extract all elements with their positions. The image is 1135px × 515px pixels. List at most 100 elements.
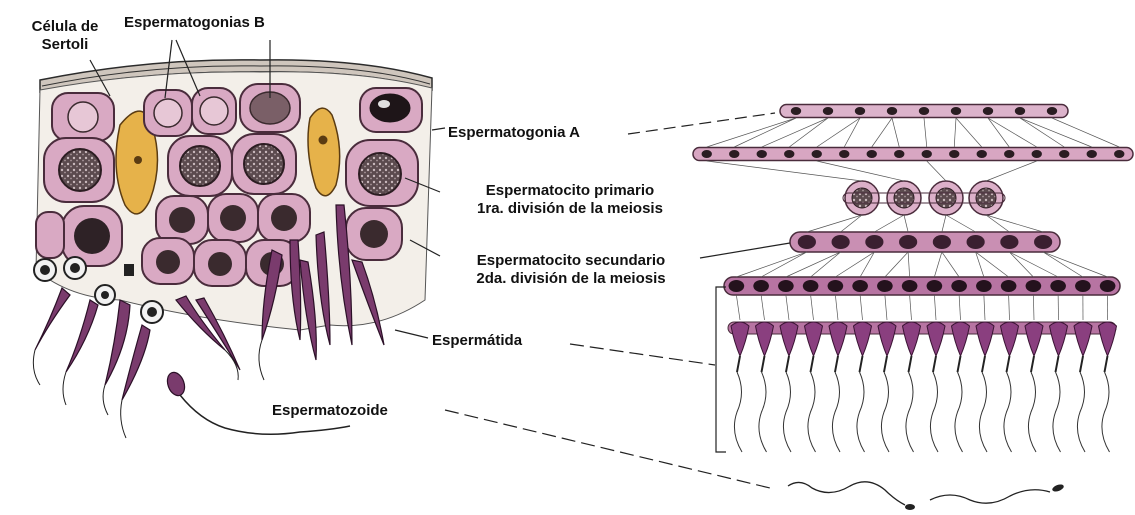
spermatid-tail bbox=[832, 372, 840, 452]
spermatogonia-b-nucleus bbox=[784, 150, 794, 158]
spermatid-tail bbox=[1102, 372, 1110, 452]
nucleus bbox=[59, 149, 101, 191]
lineage-connector bbox=[976, 252, 1009, 277]
round-spermatid-nucleus bbox=[729, 280, 745, 292]
leader-spermatozoon bbox=[445, 410, 770, 488]
secondary-spermatocyte-nucleus bbox=[1000, 235, 1018, 249]
elongating-spermatid bbox=[780, 322, 798, 356]
tail bbox=[33, 350, 40, 385]
secondary-spermatocyte-band bbox=[790, 232, 1060, 252]
lineage-connector bbox=[908, 252, 910, 277]
tubule-section bbox=[33, 60, 432, 438]
nucleus bbox=[271, 205, 297, 231]
lineage-connector bbox=[736, 295, 740, 320]
secondary-spermatocyte-nucleus bbox=[865, 235, 883, 249]
tail bbox=[63, 372, 66, 405]
spermatid-midpiece bbox=[1105, 356, 1108, 372]
nucleus bbox=[68, 102, 98, 132]
spermatid-midpiece bbox=[786, 356, 789, 372]
nucleus bbox=[169, 207, 195, 233]
lineage-connector bbox=[734, 118, 796, 147]
lineage-connector bbox=[1020, 118, 1064, 147]
spermatogonia-b-nucleus bbox=[812, 150, 822, 158]
round-spermatid-nucleus bbox=[753, 280, 769, 292]
spermatid-midpiece bbox=[909, 356, 912, 372]
primary-spermatocyte-nucleus bbox=[894, 188, 914, 208]
lineage-connector bbox=[1043, 252, 1108, 277]
nucleus bbox=[154, 99, 182, 127]
lineage-connector bbox=[904, 215, 908, 232]
primary-spermatocyte-nucleus bbox=[852, 188, 872, 208]
spermatid-tail bbox=[979, 372, 987, 452]
spermatogonia-b-nucleus bbox=[949, 150, 959, 158]
spermatogonia-b-nucleus bbox=[1114, 150, 1124, 158]
lineage-connector bbox=[988, 118, 1037, 147]
label-sertoli-cell: Célula de Sertoli bbox=[20, 18, 110, 54]
round-spermatid-nucleus bbox=[1050, 280, 1066, 292]
spermatid-tail bbox=[881, 372, 889, 452]
lineage-connector bbox=[707, 118, 796, 147]
lineage-connector bbox=[860, 295, 862, 320]
spermatogonia-b-nucleus bbox=[1059, 150, 1069, 158]
lineage-connector bbox=[924, 118, 927, 147]
lineage-connector bbox=[786, 295, 789, 320]
lineage-connector bbox=[860, 252, 874, 277]
spermatid-midpiece bbox=[860, 356, 863, 372]
tail bbox=[259, 340, 264, 380]
elongating-spermatid bbox=[1074, 322, 1092, 356]
lineage-connector bbox=[1033, 295, 1034, 320]
secondary-spermatocyte-nucleus bbox=[832, 235, 850, 249]
leader-secondary bbox=[700, 243, 790, 258]
sperm-tail bbox=[930, 490, 1050, 503]
elongating-spermatid bbox=[1099, 322, 1117, 356]
lineage-connector bbox=[885, 295, 887, 320]
lineage-connector bbox=[872, 118, 892, 147]
spermatid-midpiece bbox=[1080, 356, 1083, 372]
spermatogonia-b-nucleus bbox=[1087, 150, 1097, 158]
spermatid-bracket bbox=[716, 287, 726, 452]
lineage-connector bbox=[761, 295, 764, 320]
round-spermatid-nucleus bbox=[951, 280, 967, 292]
leader-spermatogonia-a bbox=[628, 113, 775, 134]
elongating-spermatid bbox=[805, 322, 823, 356]
lineage-connector bbox=[841, 215, 862, 232]
round-spermatid-nucleus bbox=[1001, 280, 1017, 292]
lineage-connector bbox=[736, 252, 807, 277]
lineage-connector bbox=[1052, 118, 1119, 147]
lineage-connector bbox=[1043, 252, 1083, 277]
mature-spermatozoa bbox=[788, 482, 1065, 510]
label-spermatogonia-b: Espermatogonias B bbox=[124, 14, 265, 32]
lineage-connector bbox=[707, 161, 862, 181]
lineage-connector bbox=[956, 118, 982, 147]
label-spermatozoon: Espermatozoide bbox=[272, 402, 388, 420]
nucleus bbox=[220, 205, 246, 231]
lineage-connector bbox=[817, 118, 860, 147]
spermatogonia-a-nucleus bbox=[855, 107, 865, 115]
sperm-head bbox=[164, 370, 187, 398]
lineage-connector bbox=[807, 215, 862, 232]
lineage-connector bbox=[811, 252, 841, 277]
lineage-connector bbox=[835, 295, 838, 320]
sperm-tail bbox=[788, 482, 905, 505]
cell bbox=[36, 212, 64, 258]
spermatid-tail bbox=[1004, 372, 1012, 452]
round-spermatid-nucleus bbox=[828, 280, 844, 292]
nucleus bbox=[156, 250, 180, 274]
nucleus bbox=[40, 265, 50, 275]
primary-spermatocyte-nucleus bbox=[976, 188, 996, 208]
tail bbox=[103, 385, 108, 415]
nucleus bbox=[359, 153, 401, 195]
label-secondary-line2: 2da. división de la meiosis bbox=[440, 270, 702, 288]
lineage-connector bbox=[835, 252, 874, 277]
spermatogonia-b-nucleus bbox=[1032, 150, 1042, 158]
nucleolus bbox=[378, 100, 390, 108]
spermatid-tail bbox=[783, 372, 791, 452]
secondary-spermatocyte-nucleus bbox=[967, 235, 985, 249]
spermatogonia-a-nucleus bbox=[823, 107, 833, 115]
spermatid-tail bbox=[955, 372, 963, 452]
lineage-connector bbox=[874, 215, 904, 232]
spermatid-tails bbox=[33, 340, 264, 438]
lineage-connector bbox=[988, 118, 1009, 147]
primary-spermatocyte-nucleus bbox=[936, 188, 956, 208]
elongating-spermatid bbox=[829, 322, 847, 356]
